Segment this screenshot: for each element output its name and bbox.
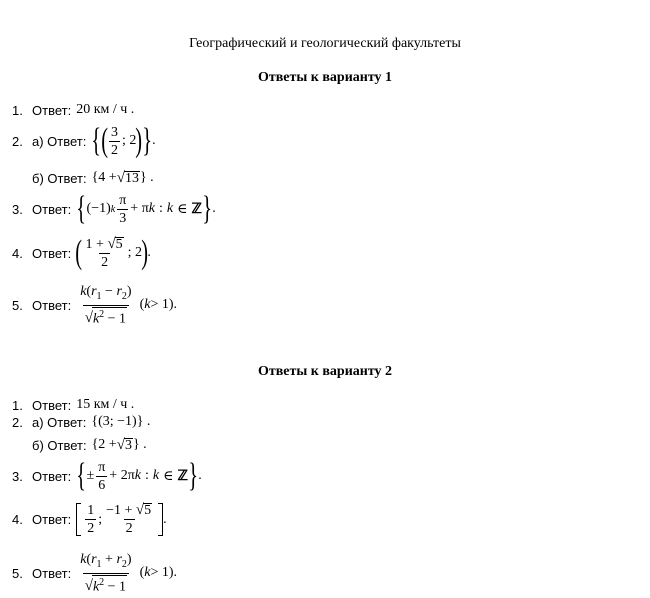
v2-answer-1: 1. Ответ: 15 км / ч . [12, 397, 135, 413]
v1-answer-5: 5. Ответ: k(r1 − r2)√k2 − 1 (k > 1). [12, 284, 178, 327]
v1-answer-1: 1. Ответ: 20 км / ч . [12, 102, 135, 118]
v2-formula-2a: {(3; −1)} . [91, 414, 151, 429]
v2-formula-5: k(r1 + r2)√k2 − 1 (k > 1). [80, 552, 178, 595]
v1-formula-5: k(r1 − r2)√k2 − 1 (k > 1). [80, 284, 178, 327]
v2-answer-5: 5. Ответ: k(r1 + r2)√k2 − 1 (k > 1). [12, 552, 178, 595]
v1-answer-2b: б) Ответ: {4 + √13} . [32, 169, 154, 186]
variant1-title: Ответы к варианту 1 [257, 70, 393, 85]
v2-answer-2b: б) Ответ: {2 + √3} . [32, 436, 147, 453]
variant2-title: Ответы к варианту 2 [257, 364, 393, 379]
v2-formula-2b: {2 + √3} . [91, 436, 147, 453]
v2-answer-2a: 2. а) Ответ: {(3; −1)} . [12, 414, 151, 430]
v1-formula-2b: {4 + √13} . [91, 169, 154, 186]
faculty-title: Географический и геологический факультет… [189, 36, 461, 51]
